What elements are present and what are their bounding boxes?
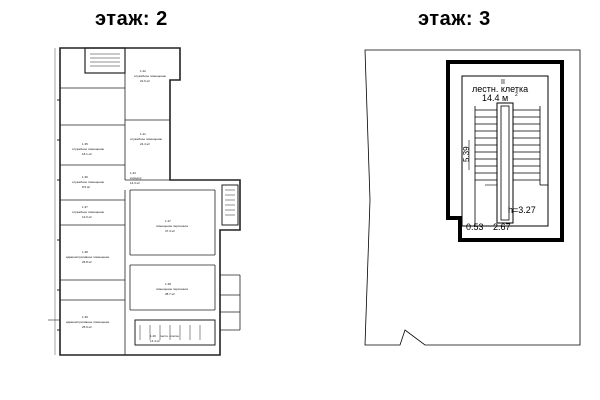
room-1-37-area: 12.6 м² [82, 215, 92, 219]
room-1-38-area: 25.8 м² [82, 260, 92, 264]
floor-3-title: этаж: 3 [418, 8, 491, 30]
floor-2-plan [48, 47, 241, 356]
room-1-39-area: 25.9 м² [82, 325, 92, 329]
dimension-bottom: 2.67 [493, 222, 511, 232]
room-1-36-name: служебное помещение [72, 180, 104, 184]
room-1-48-num: 1.48 [165, 282, 171, 286]
stair-room-number: II [501, 79, 505, 86]
room-1-47-name: помещение персонала [156, 224, 188, 228]
room-1-43-name: коридор [130, 176, 142, 180]
room-1-35-area: 18.1 м² [82, 152, 92, 156]
stair-room-area: 14.4 м [482, 93, 508, 103]
ceiling-height: h=3.27 [508, 205, 536, 215]
room-1-41-area: 24.4 м² [140, 142, 150, 146]
floor-2-title: этаж: 2 [95, 8, 168, 30]
room-1-37-name: служебное помещение [72, 210, 104, 214]
room-1-48-name: помещение персонала [156, 287, 188, 291]
room-1-38-num: 1.38 [82, 250, 88, 254]
room-1-37-num: 1.37 [82, 205, 88, 209]
floor-3-plan [364, 49, 581, 346]
room-1-38-name: административное помещение [66, 255, 110, 259]
room-1-43-num: 1.43 [130, 171, 136, 175]
room-1-39-num: 1.39 [82, 315, 88, 319]
room-1-36-num: 1.36 [82, 175, 88, 179]
room-1-42-name: служебное помещение [134, 74, 166, 78]
room-1-49-name: лестн. клетка [160, 334, 179, 338]
room-1-41-num: 1.41 [140, 132, 146, 136]
room-1-48-area: 38.7 м² [165, 292, 175, 296]
room-1-42-num: 1.42 [140, 69, 146, 73]
room-1-41-name: служебное помещение [130, 137, 162, 141]
floor-3-labels: II лестн. клетка 14.4 м 2 5.39 h=3.27 0.… [462, 79, 536, 232]
dimension-side: 0.53 [466, 222, 484, 232]
room-1-49-num: 1.49 [150, 334, 156, 338]
room-1-49-area: 14.4 м² [150, 339, 160, 343]
dimension-vertical: 5.39 [462, 146, 471, 162]
room-1-36-area: 8.5 м² [82, 185, 90, 189]
stair-room-area-unit-sup: 2 [515, 92, 518, 98]
floor-2-room-labels: 1.42 служебное помещение 22.6 м² 1.41 сл… [66, 69, 188, 343]
room-1-35-name: служебное помещение [72, 147, 104, 151]
room-1-35-num: 1.35 [82, 142, 88, 146]
room-1-42-area: 22.6 м² [140, 79, 150, 83]
room-1-43-area: 14.3 м² [130, 181, 140, 185]
room-1-39-name: административное помещение [66, 320, 110, 324]
room-1-47-num: 1.47 [165, 219, 171, 223]
room-1-47-area: 37.3 м² [165, 229, 175, 233]
stair-room-name: лестн. клетка [472, 84, 528, 94]
